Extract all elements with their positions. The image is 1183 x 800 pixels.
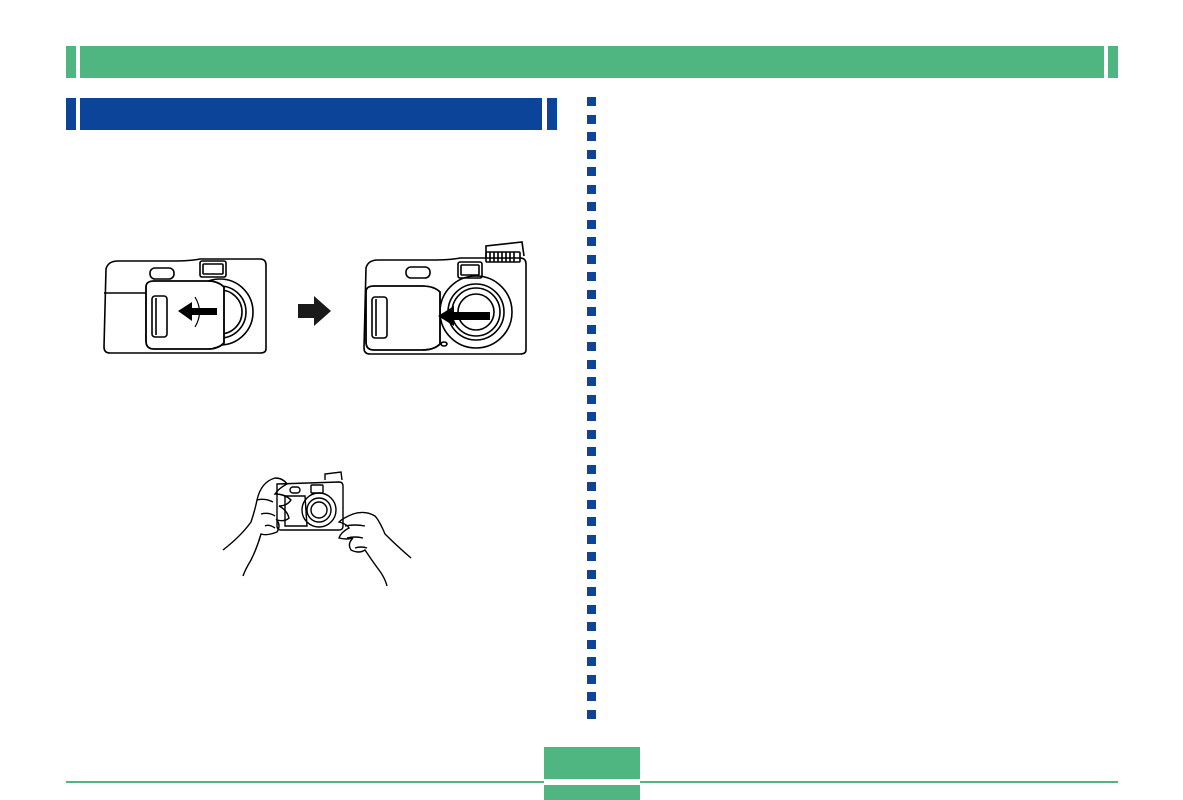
section-heading-bar bbox=[80, 98, 542, 130]
divider-dot bbox=[587, 709, 596, 719]
divider-dot bbox=[587, 639, 596, 649]
divider-dot bbox=[587, 482, 596, 491]
divider-dot bbox=[587, 359, 596, 369]
divider-dot bbox=[587, 674, 596, 684]
divider-dot bbox=[587, 604, 596, 614]
camera-closed-figure bbox=[103, 258, 267, 354]
divider-dot bbox=[587, 517, 596, 526]
divider-dot bbox=[587, 552, 596, 561]
section-heading-cap-left bbox=[66, 98, 76, 130]
divider-dot bbox=[587, 534, 596, 544]
camera-open-figure bbox=[363, 241, 527, 355]
divider-dot bbox=[587, 622, 596, 631]
divider-dot bbox=[587, 342, 596, 351]
divider-dot bbox=[587, 569, 596, 579]
divider-dot bbox=[587, 464, 596, 474]
page-number-tab bbox=[544, 747, 640, 779]
divider-dot bbox=[587, 587, 596, 596]
hands-holding-camera-figure bbox=[222, 471, 412, 587]
divider-dot bbox=[587, 324, 596, 334]
footer-rule-right bbox=[640, 781, 1118, 783]
divider-dot bbox=[587, 307, 596, 316]
divider-dot bbox=[587, 97, 596, 106]
footer-rule-left bbox=[66, 781, 544, 783]
divider-dot bbox=[587, 132, 596, 141]
divider-dot bbox=[587, 394, 596, 404]
divider-dot bbox=[587, 692, 596, 701]
divider-dot bbox=[587, 377, 596, 386]
divider-dot bbox=[587, 254, 596, 264]
divider-dot bbox=[587, 412, 596, 421]
header-band-cap-left bbox=[66, 46, 76, 78]
divider-dot bbox=[587, 237, 596, 246]
header-band bbox=[80, 46, 1104, 78]
divider-dot bbox=[587, 219, 596, 229]
divider-dot bbox=[587, 167, 596, 176]
arrow-right-icon bbox=[298, 296, 331, 326]
divider-dot bbox=[587, 149, 596, 159]
divider-dot bbox=[587, 447, 596, 456]
divider-dot bbox=[587, 499, 596, 509]
divider-dot bbox=[587, 272, 596, 281]
divider-dot bbox=[587, 429, 596, 439]
divider-dot bbox=[587, 184, 596, 194]
divider-dot bbox=[587, 289, 596, 299]
divider-dot bbox=[587, 657, 596, 666]
divider-dot bbox=[587, 202, 596, 211]
header-band-cap-right bbox=[1108, 46, 1118, 78]
arrow-left-icon bbox=[438, 306, 490, 326]
divider-dot bbox=[587, 114, 596, 124]
column-divider bbox=[587, 97, 596, 727]
section-heading-cap-right bbox=[547, 98, 557, 130]
arrow-left-icon bbox=[178, 302, 217, 321]
page-number-tab-base bbox=[544, 785, 640, 800]
